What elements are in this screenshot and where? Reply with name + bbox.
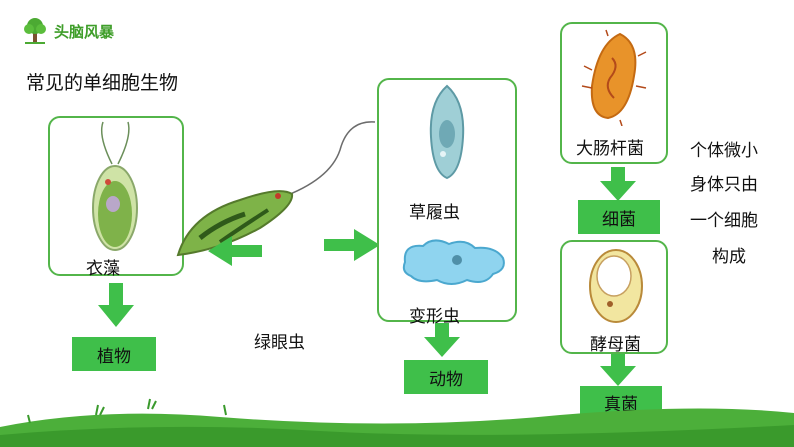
grass-ground-decoration: [0, 387, 794, 447]
yeast-label: 酵母菌: [590, 330, 641, 355]
arrow-left-icon: [208, 236, 262, 266]
bacteria-panel: 大肠杆菌: [560, 22, 668, 164]
e-coli-label: 大肠杆菌: [576, 134, 644, 159]
tree-icon: [22, 17, 48, 45]
paramecium-illustration: [417, 82, 477, 182]
arrow-down-icon: [96, 283, 136, 329]
note-line: 构成: [712, 242, 746, 272]
arrow-down-icon: [598, 167, 638, 203]
arrow-right-icon: [324, 229, 380, 261]
header-title: 头脑风暴: [54, 21, 114, 42]
arrow-down-icon: [422, 323, 462, 359]
header: 头脑风暴: [22, 16, 114, 46]
bacteria-category-box: 细菌: [578, 200, 660, 234]
yeast-illustration: [586, 244, 646, 324]
page-subtitle: 常见的单细胞生物: [26, 68, 178, 95]
amoeba-illustration: [399, 236, 509, 288]
chlamydomonas-illustration: [48, 116, 184, 276]
paramecium-label: 草履虫: [409, 198, 460, 223]
e-coli-illustration: [580, 26, 650, 126]
note-line: 一个细胞: [690, 206, 758, 236]
euglena-label: 绿眼虫: [254, 328, 305, 353]
plant-category-box: 植物: [72, 337, 156, 371]
animals-panel: 草履虫 变形虫: [377, 78, 517, 322]
chlamydomonas-label: 衣藻: [86, 254, 120, 279]
note-line: 个体微小: [690, 136, 758, 166]
chlamydomonas-panel: 衣藻: [48, 116, 184, 276]
arrow-down-icon: [598, 354, 638, 388]
fungi-panel: 酵母菌: [560, 240, 668, 354]
note-line: 身体只由: [690, 170, 758, 200]
